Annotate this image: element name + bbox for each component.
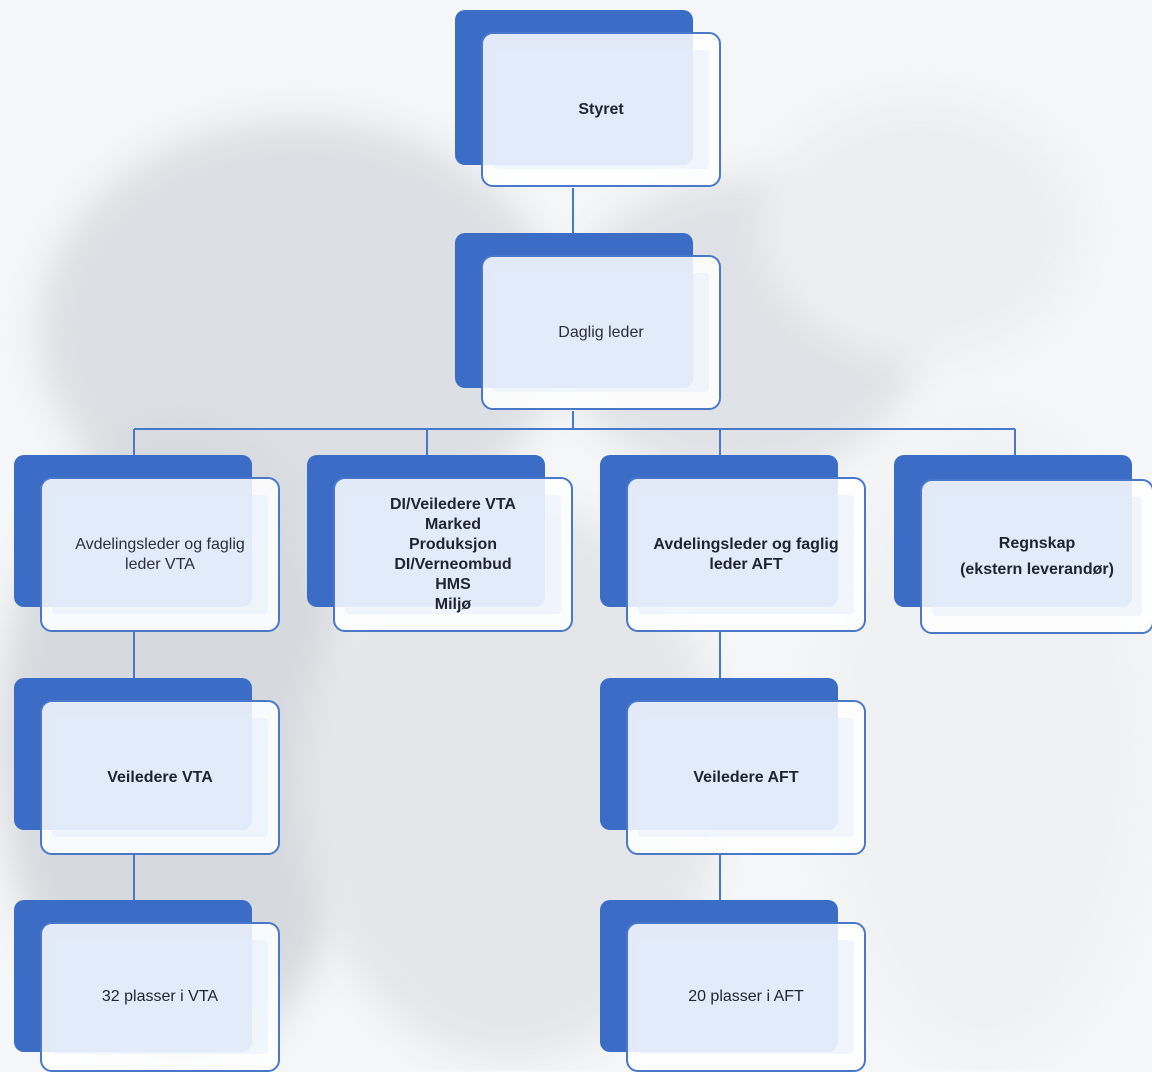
- node-styret-label: Styret: [578, 100, 624, 118]
- node-plasser-aft-label: 20 plasser i AFT: [688, 988, 804, 1005]
- node-avdelingsleder-aft-label: Avdelingsleder og faglig leder AFT: [653, 535, 839, 573]
- node-avdelingsleder-vta-label: Avdelingsleder og faglig leder VTA: [75, 535, 245, 573]
- node-plasser-vta-label: 32 plasser i VTA: [101, 988, 219, 1005]
- node-di-veiledere-group-label: DI/Veiledere VTA Marked Produksjon DI/Ve…: [390, 495, 516, 613]
- node-veiledere-aft-label: Veiledere AFT: [693, 768, 799, 786]
- node-daglig-leder-label: Daglig leder: [558, 323, 644, 341]
- node-regnskap-label: Regnskap (ekstern leverandør): [960, 534, 1114, 578]
- node-veiledere-vta-label: Veiledere VTA: [107, 768, 213, 786]
